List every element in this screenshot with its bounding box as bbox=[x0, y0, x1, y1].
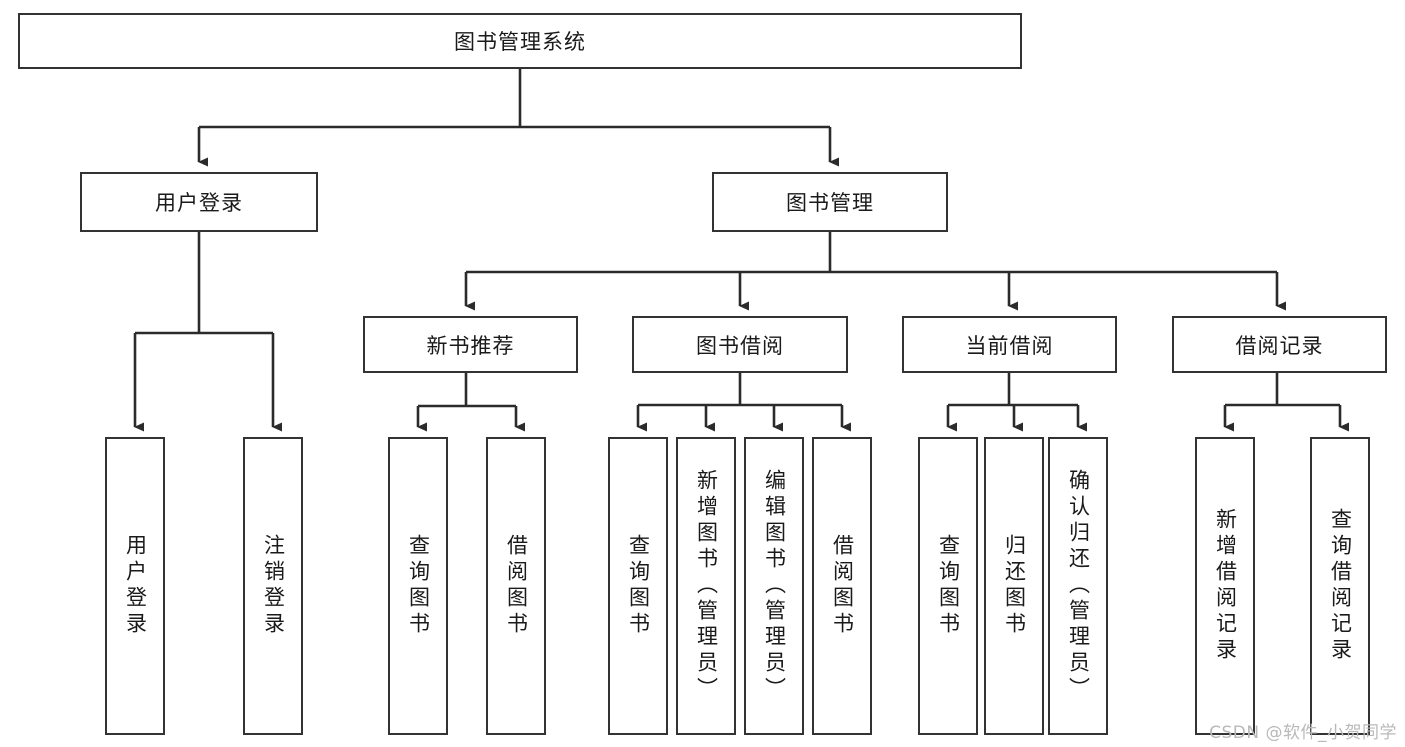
connector-newbook-to-leaves bbox=[416, 373, 525, 432]
node-book-borrow[interactable]: 图书借阅 bbox=[632, 316, 848, 373]
node-label: 图书管理系统 bbox=[454, 30, 586, 54]
node-leaf-borrow-book-1[interactable]: 借阅图书 bbox=[486, 437, 546, 735]
node-label: 归还图书 bbox=[1002, 534, 1027, 638]
node-book-manage[interactable]: 图书管理 bbox=[712, 172, 948, 232]
node-label: 当前借阅 bbox=[965, 333, 1054, 358]
node-label: 确认归还（管理员） bbox=[1066, 469, 1091, 703]
node-label: 查询图书 bbox=[406, 534, 431, 638]
csdn-watermark: CSDN @软件_小贺同学 bbox=[1209, 723, 1397, 743]
node-label: 借阅图书 bbox=[504, 534, 529, 638]
node-new-book-rec[interactable]: 新书推荐 bbox=[363, 316, 578, 373]
node-label: 新增图书（管理员） bbox=[694, 469, 719, 703]
node-current-borrow[interactable]: 当前借阅 bbox=[902, 316, 1117, 373]
node-leaf-add-record[interactable]: 新增借阅记录 bbox=[1195, 437, 1255, 735]
node-label: 注销登录 bbox=[261, 534, 286, 638]
node-leaf-query-book-3[interactable]: 查询图书 bbox=[918, 437, 978, 735]
node-leaf-query-record[interactable]: 查询借阅记录 bbox=[1310, 437, 1370, 735]
node-leaf-user-login[interactable]: 用户登录 bbox=[105, 437, 165, 735]
node-borrow-record[interactable]: 借阅记录 bbox=[1172, 316, 1387, 373]
connector-borrowrecord-to-leaves bbox=[1223, 373, 1349, 432]
node-leaf-query-book-2[interactable]: 查询图书 bbox=[608, 437, 668, 735]
node-label: 查询借阅记录 bbox=[1328, 508, 1353, 664]
node-label: 编辑图书（管理员） bbox=[762, 469, 787, 703]
node-user-login[interactable]: 用户登录 bbox=[80, 172, 318, 232]
node-root-system[interactable]: 图书管理系统 bbox=[18, 13, 1022, 69]
node-leaf-add-book[interactable]: 新增图书（管理员） bbox=[676, 437, 736, 735]
node-leaf-return-book[interactable]: 归还图书 bbox=[984, 437, 1044, 735]
connector-currentborrow-to-leaves bbox=[946, 373, 1087, 432]
connector-root-to-level2 bbox=[197, 69, 839, 167]
node-label: 新增借阅记录 bbox=[1213, 508, 1238, 664]
node-leaf-borrow-book-2[interactable]: 借阅图书 bbox=[812, 437, 872, 735]
node-label: 用户登录 bbox=[123, 534, 148, 638]
node-label: 图书借阅 bbox=[696, 333, 784, 358]
node-leaf-confirm-return[interactable]: 确认归还（管理员） bbox=[1048, 437, 1108, 735]
connector-bookmanage-to-level3 bbox=[464, 232, 1286, 311]
node-label: 新书推荐 bbox=[426, 333, 515, 358]
node-label: 借阅图书 bbox=[830, 534, 855, 638]
connector-bookborrow-to-leaves bbox=[636, 373, 851, 432]
node-label: 图书管理 bbox=[786, 191, 874, 215]
node-leaf-logout[interactable]: 注销登录 bbox=[243, 437, 303, 735]
node-label: 用户登录 bbox=[155, 191, 243, 215]
node-leaf-query-book-1[interactable]: 查询图书 bbox=[388, 437, 448, 735]
node-label: 借阅记录 bbox=[1235, 333, 1324, 358]
node-label: 查询图书 bbox=[626, 534, 651, 638]
node-label: 查询图书 bbox=[936, 534, 961, 638]
connector-userlogin-to-leaves bbox=[133, 232, 282, 432]
node-leaf-edit-book[interactable]: 编辑图书（管理员） bbox=[744, 437, 804, 735]
